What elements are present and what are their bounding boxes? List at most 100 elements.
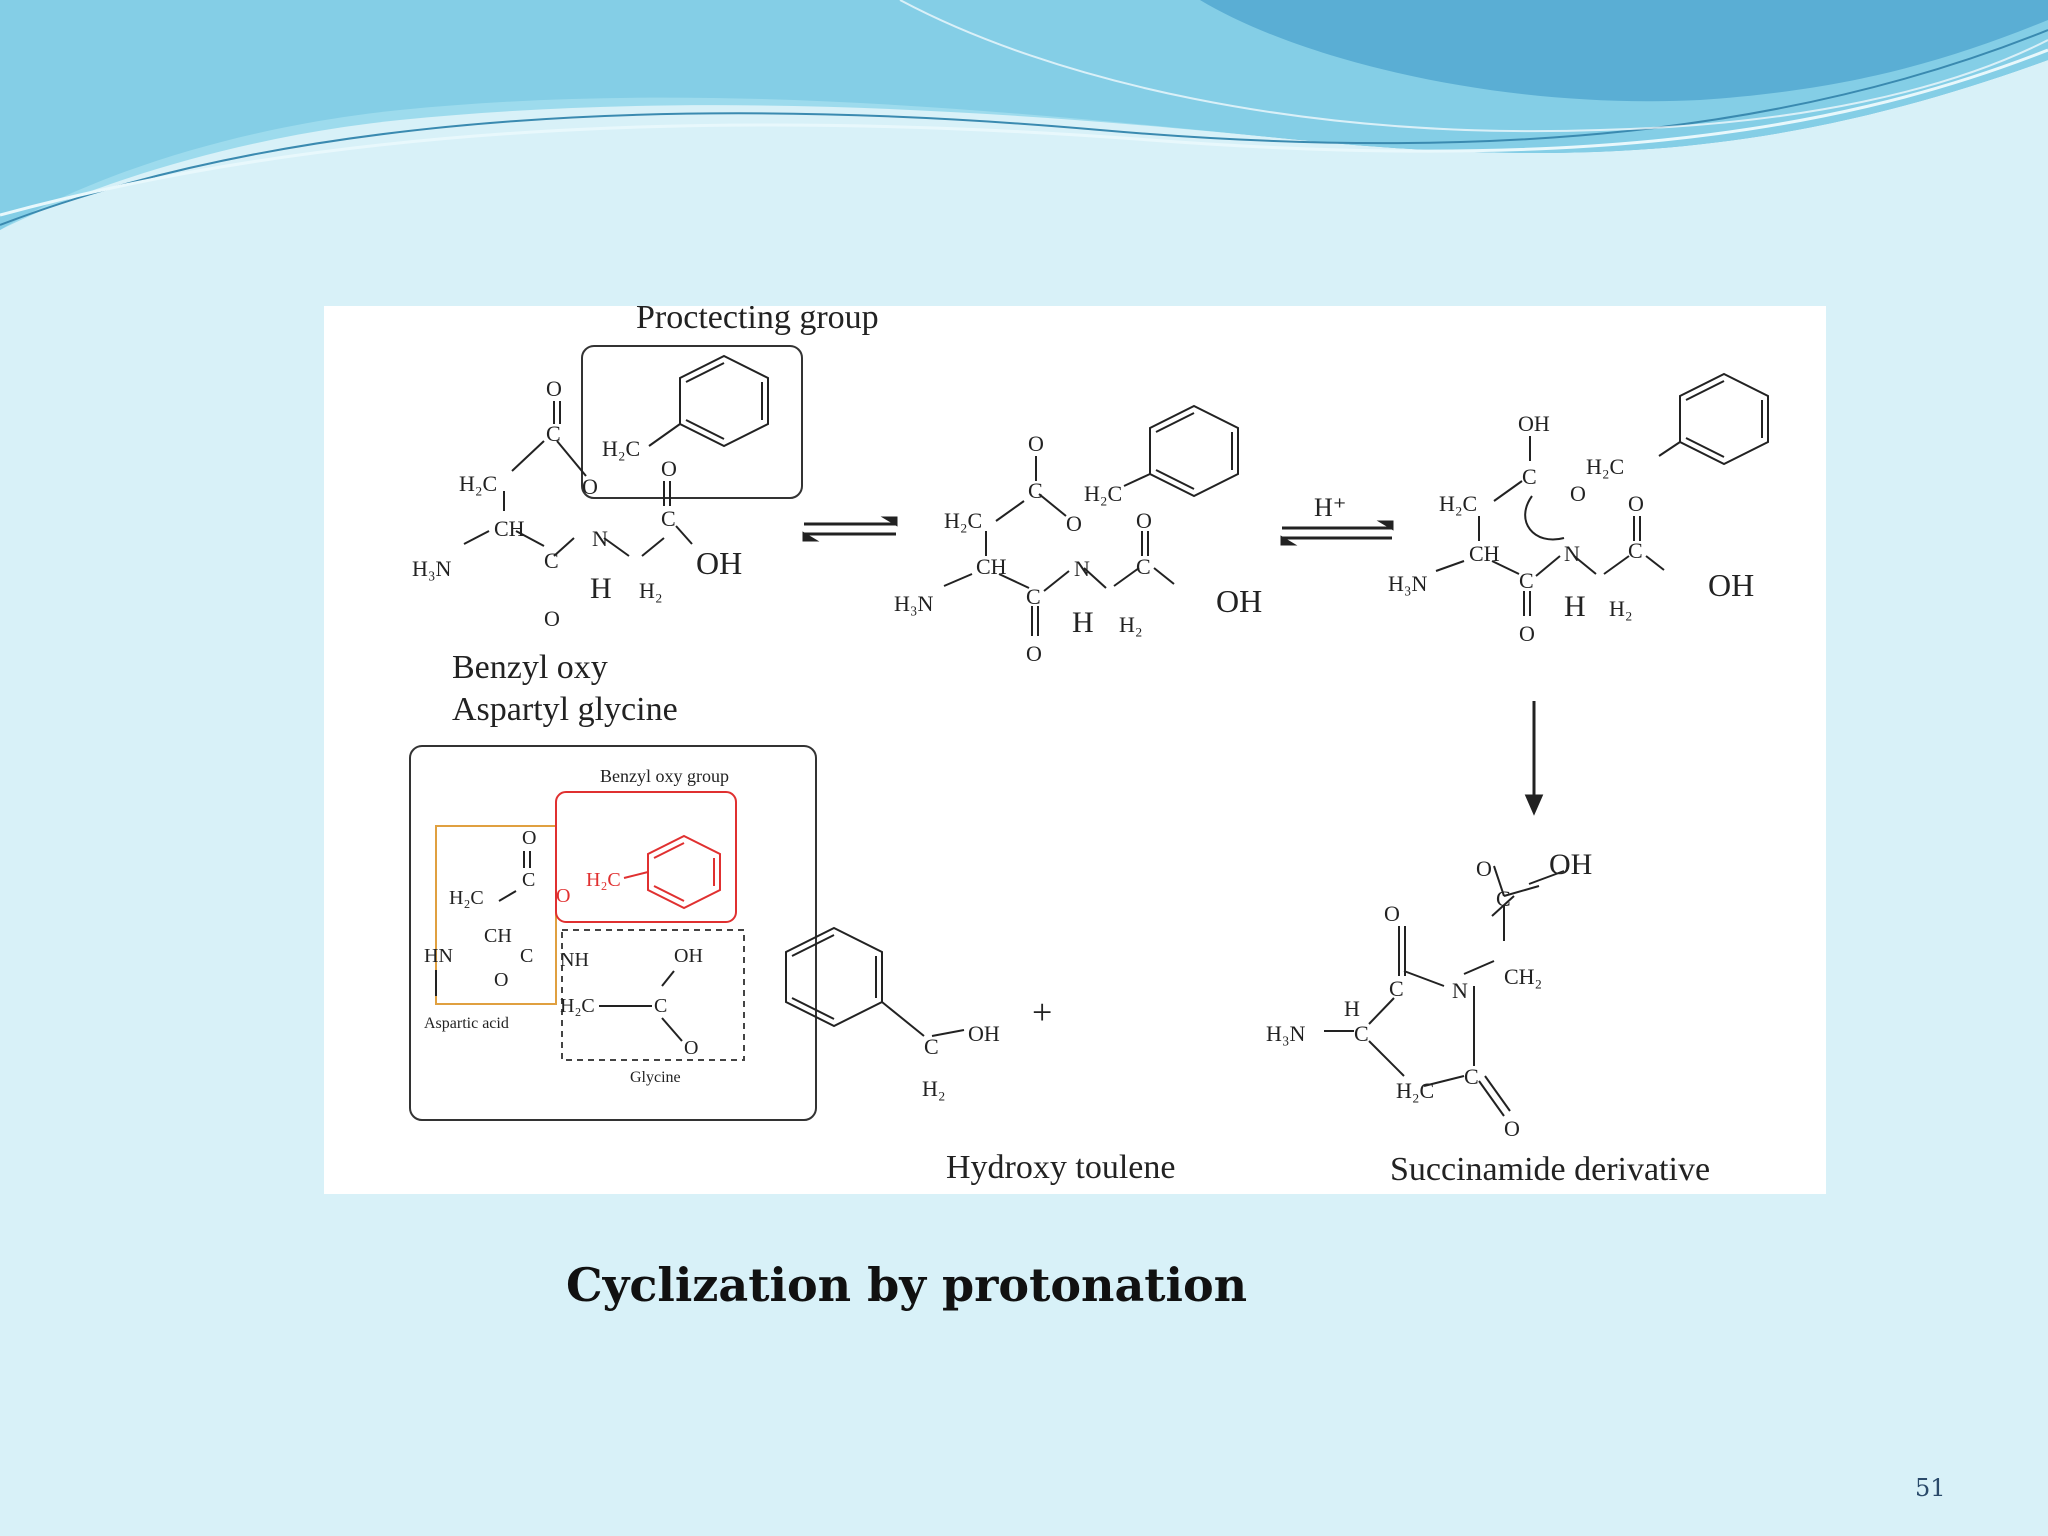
atom-ch-3: CH [1469, 541, 1500, 566]
atom-n-succ: N [1452, 978, 1468, 1003]
benzyl-oxy-group-box [555, 791, 737, 923]
atom-c-6: C [1136, 554, 1151, 579]
reaction-diagram: Proctecting group [409, 306, 1769, 1188]
atom-o-top-2: O [661, 456, 677, 481]
inset-atom-h2c: H₂C [449, 887, 484, 909]
atom-c-5: C [1026, 584, 1041, 609]
molecule-intermediate-1 [943, 404, 1239, 636]
atom-o-bottom-3: O [1519, 621, 1535, 646]
atom-o-top-1: O [546, 376, 562, 401]
inset-bonds [435, 851, 683, 1042]
atom-oh-top-3: OH [1518, 411, 1550, 436]
wave-line-2 [0, 48, 2048, 217]
atom-h3n-2: H₃N [894, 591, 934, 616]
atom-h-succ: H [1344, 996, 1360, 1021]
label-aspartic-acid: Aspartic acid [424, 1015, 509, 1032]
atom-c-succ-2: C [1389, 976, 1404, 1001]
atom-c-toluene: C [924, 1034, 939, 1059]
atom-ch-2: CH [976, 554, 1007, 579]
atom-h2c-5: H₂C [1586, 454, 1624, 479]
atom-h2-toluene: H₂ [922, 1076, 946, 1101]
atom-h2-3: H₂ [1609, 596, 1633, 621]
label-glycine: Glycine [630, 1069, 681, 1086]
molecule-succinamide [1324, 865, 1565, 1117]
atom-h3n-succ: H₃N [1266, 1021, 1306, 1046]
atom-oh-toluene: OH [968, 1021, 1000, 1046]
atom-o-succ-2: O [1384, 901, 1400, 926]
atom-h2c-succ: H₂C [1396, 1078, 1434, 1103]
atom-h-1: H [590, 572, 612, 605]
atom-c-7: C [1522, 464, 1537, 489]
molecule-benzyl-oxy-aspartyl-glycine [463, 354, 769, 557]
atom-h2c-4: H₂C [944, 508, 982, 533]
atom-h3n-3: H₃N [1388, 571, 1428, 596]
atom-c-4: C [1028, 478, 1043, 503]
atom-oh-1: OH [696, 545, 742, 581]
atom-h-2: H [1072, 606, 1094, 639]
atom-o-ester-3: O [1570, 481, 1586, 506]
atom-ch2-succ: CH₂ [1504, 964, 1542, 989]
atom-h-3: H [1564, 590, 1586, 623]
inset-atom-c3: C [654, 995, 667, 1017]
atom-c-3: C [661, 506, 676, 531]
reaction-figure: Proctecting group [324, 306, 1826, 1194]
inset-atom-o: O [522, 827, 536, 849]
atom-c-2: C [544, 548, 559, 573]
label-proton: H⁺ [1314, 493, 1347, 522]
glycine-box [561, 929, 745, 1061]
atom-h2c-6: H₂C [1439, 491, 1477, 516]
atom-o-top-5: O [1628, 491, 1644, 516]
inset-atom-ch: CH [484, 925, 512, 947]
atom-c-9: C [1628, 538, 1643, 563]
molecule-intermediate-2 [1435, 372, 1769, 616]
label-protecting-group: Proctecting group [636, 306, 879, 336]
atom-oh-succ: OH [1549, 848, 1592, 881]
inset-atom-o2: O [494, 969, 508, 991]
wave-line-1 [0, 29, 2048, 226]
inset-atom-c: C [522, 869, 535, 891]
atom-o-top-3: O [1028, 431, 1044, 456]
atom-h2c-1: H₂C [602, 436, 640, 461]
down-arrow [1524, 701, 1544, 816]
label-benzyl-oxy-group: Benzyl oxy group [600, 766, 729, 786]
inset-atom-nh: NH [560, 949, 589, 971]
atom-o-succ-3: O [1504, 1116, 1520, 1141]
atom-ch-1: CH [494, 516, 525, 541]
atom-o-top-4: O [1136, 508, 1152, 533]
atom-c-1: C [546, 421, 561, 446]
atom-h2-1: H₂ [639, 578, 663, 603]
atom-oh-3: OH [1708, 567, 1754, 603]
inset-atom-hn: HN [424, 945, 453, 967]
slide-page-number: 51 [1915, 1474, 1946, 1502]
inset-atom-oh: OH [674, 945, 703, 967]
atom-n-3: N [1564, 541, 1580, 566]
atom-oh-2: OH [1216, 583, 1262, 619]
atom-h3n-1: H₃N [412, 556, 452, 581]
inset-atom-o-red: O [556, 885, 570, 907]
label-benzyl-oxy-2: Aspartyl glycine [452, 691, 678, 728]
atom-n-2: N [1074, 556, 1090, 581]
inset-atom-h2c2: H₂C [560, 995, 595, 1017]
equilibrium-arrow-1 [802, 516, 898, 542]
atom-o-succ-1: O [1476, 856, 1492, 881]
atom-c-8: C [1519, 568, 1534, 593]
atom-c-succ-3: C [1354, 1021, 1369, 1046]
inset-atom-c2: C [520, 945, 533, 967]
inset-benzyl-ring [623, 834, 721, 910]
atom-h2c-2: H₂C [459, 471, 497, 496]
atom-o-bottom-1: O [544, 606, 560, 631]
label-succinamide: Succinamide derivative [1390, 1151, 1710, 1188]
atom-c-succ-4: C [1464, 1064, 1479, 1089]
equilibrium-arrow-2 [1280, 520, 1394, 546]
molecule-hydroxy-toulene [785, 926, 965, 1037]
inset-atom-h2c-red: H₂C [586, 869, 621, 891]
wave-band-mid [0, 0, 2048, 230]
label-plus: + [1032, 992, 1052, 1032]
header-wave-decoration [0, 0, 2048, 230]
atom-h2-2: H₂ [1119, 612, 1143, 637]
protecting-group-box [581, 345, 803, 499]
slide-caption: Cyclization by protonation [566, 1258, 1248, 1312]
atom-c-succ-1: C [1496, 886, 1511, 911]
atom-h2c-3: H₂C [1084, 481, 1122, 506]
